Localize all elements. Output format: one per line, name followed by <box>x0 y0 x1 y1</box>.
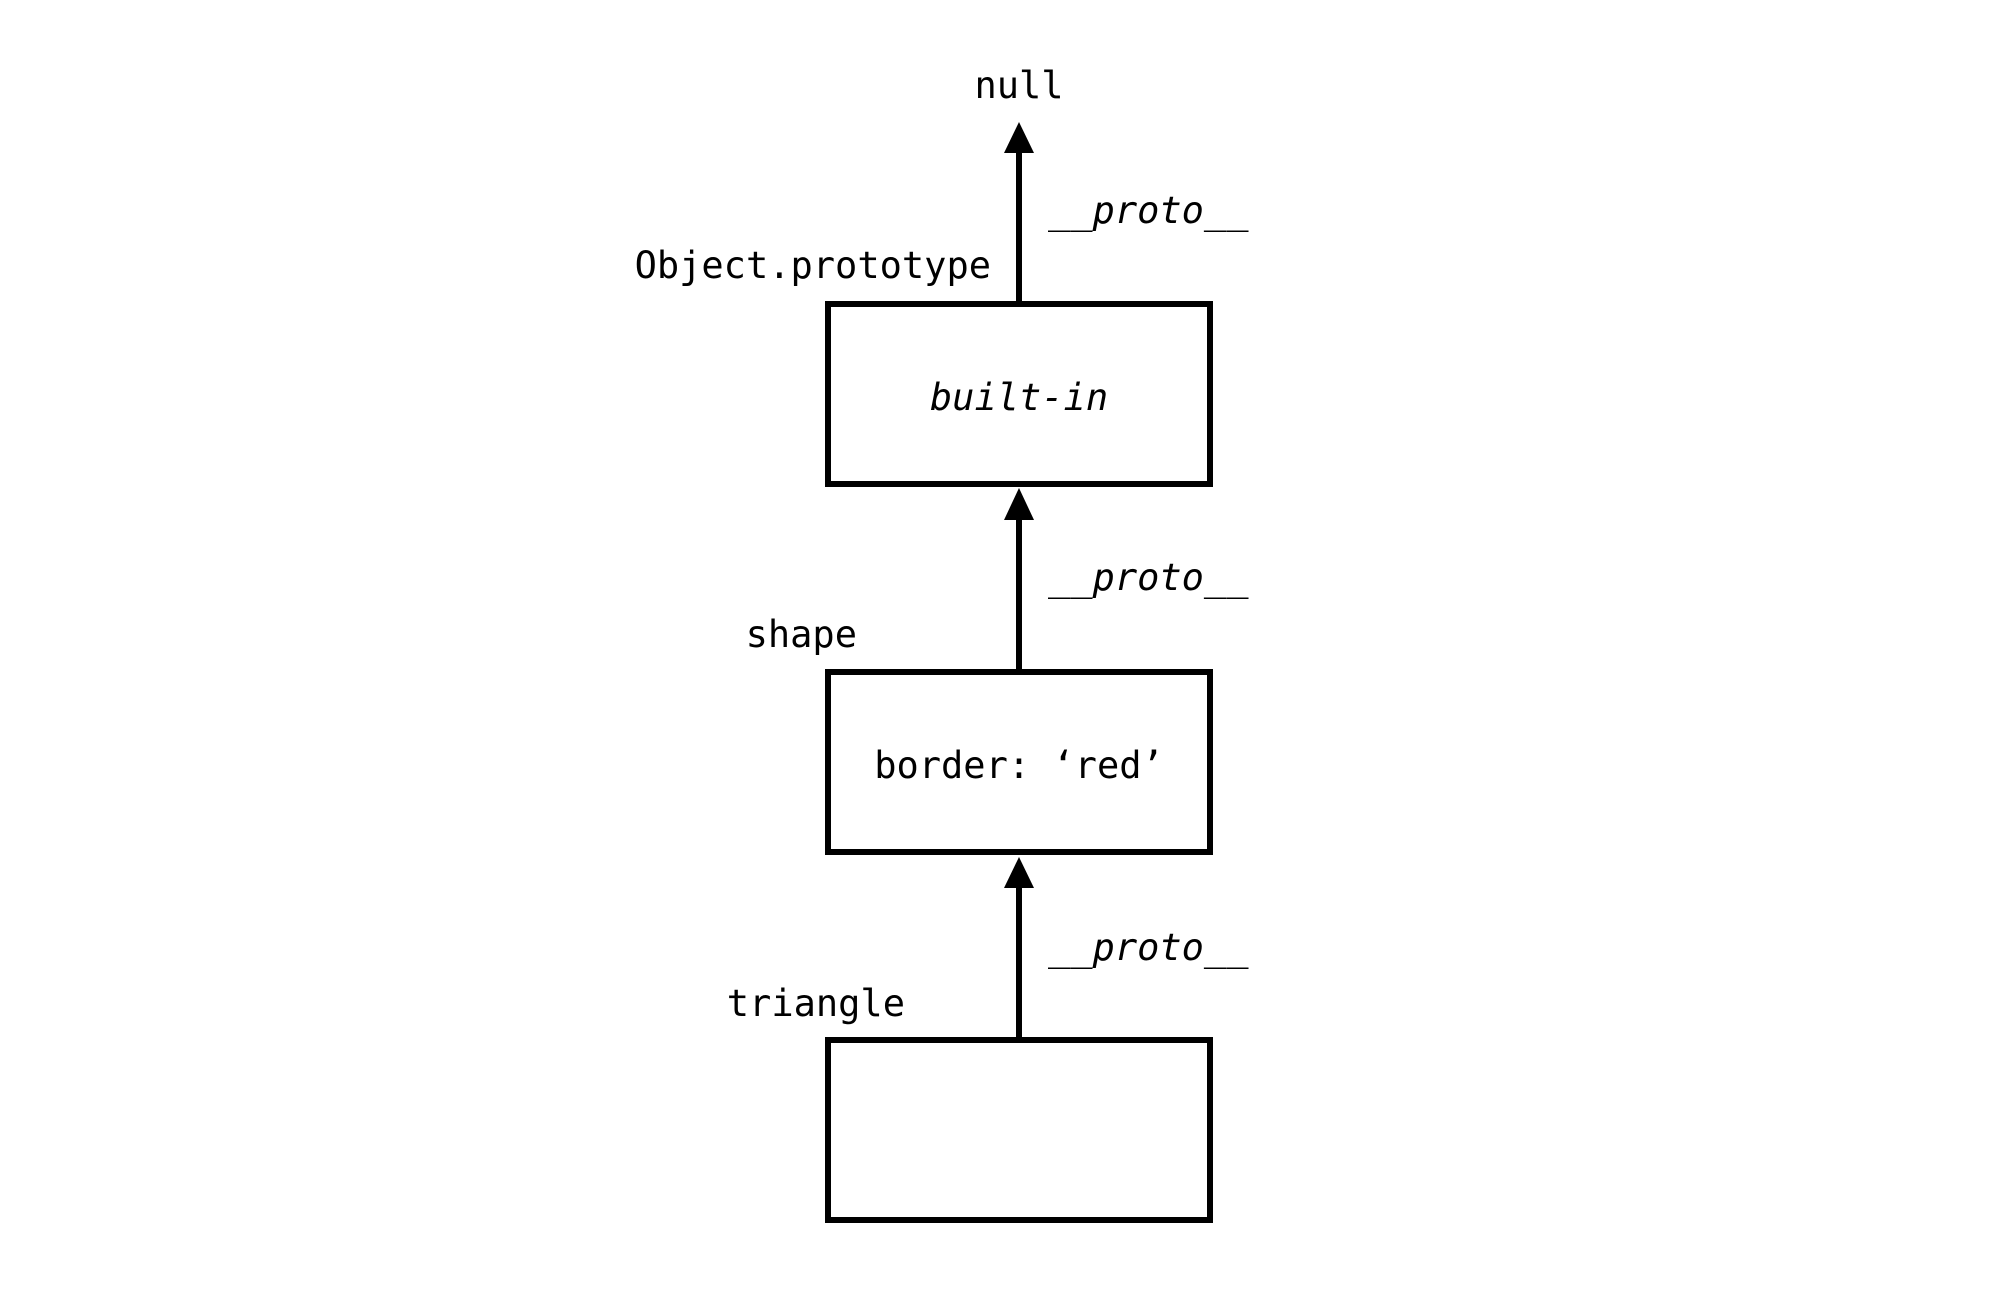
proto-arrow-object-to-null <box>1004 122 1034 302</box>
node-box-triangle <box>825 1037 1213 1223</box>
proto-label-triangle: __proto__ <box>1048 926 1249 970</box>
node-name-triangle: triangle <box>727 982 905 1025</box>
arrow-head <box>1004 488 1034 520</box>
arrow-head <box>1004 122 1034 153</box>
node-content-shape: border: ‘red’ <box>874 744 1164 787</box>
node-box-shape <box>825 669 1213 855</box>
node-box-object-prototype <box>825 301 1213 487</box>
proto-arrow-shape-to-object <box>1004 488 1034 670</box>
proto-arrow-triangle-to-shape <box>1004 857 1034 1038</box>
proto-label-shape: __proto__ <box>1048 556 1249 600</box>
arrow-head <box>1004 857 1034 888</box>
node-content-object-prototype: built-in <box>930 376 1108 419</box>
node-name-object-prototype: Object.prototype <box>635 244 991 287</box>
node-name-shape: shape <box>746 613 857 656</box>
null-label: null <box>974 64 1063 107</box>
proto-label-object: __proto__ <box>1048 189 1249 233</box>
